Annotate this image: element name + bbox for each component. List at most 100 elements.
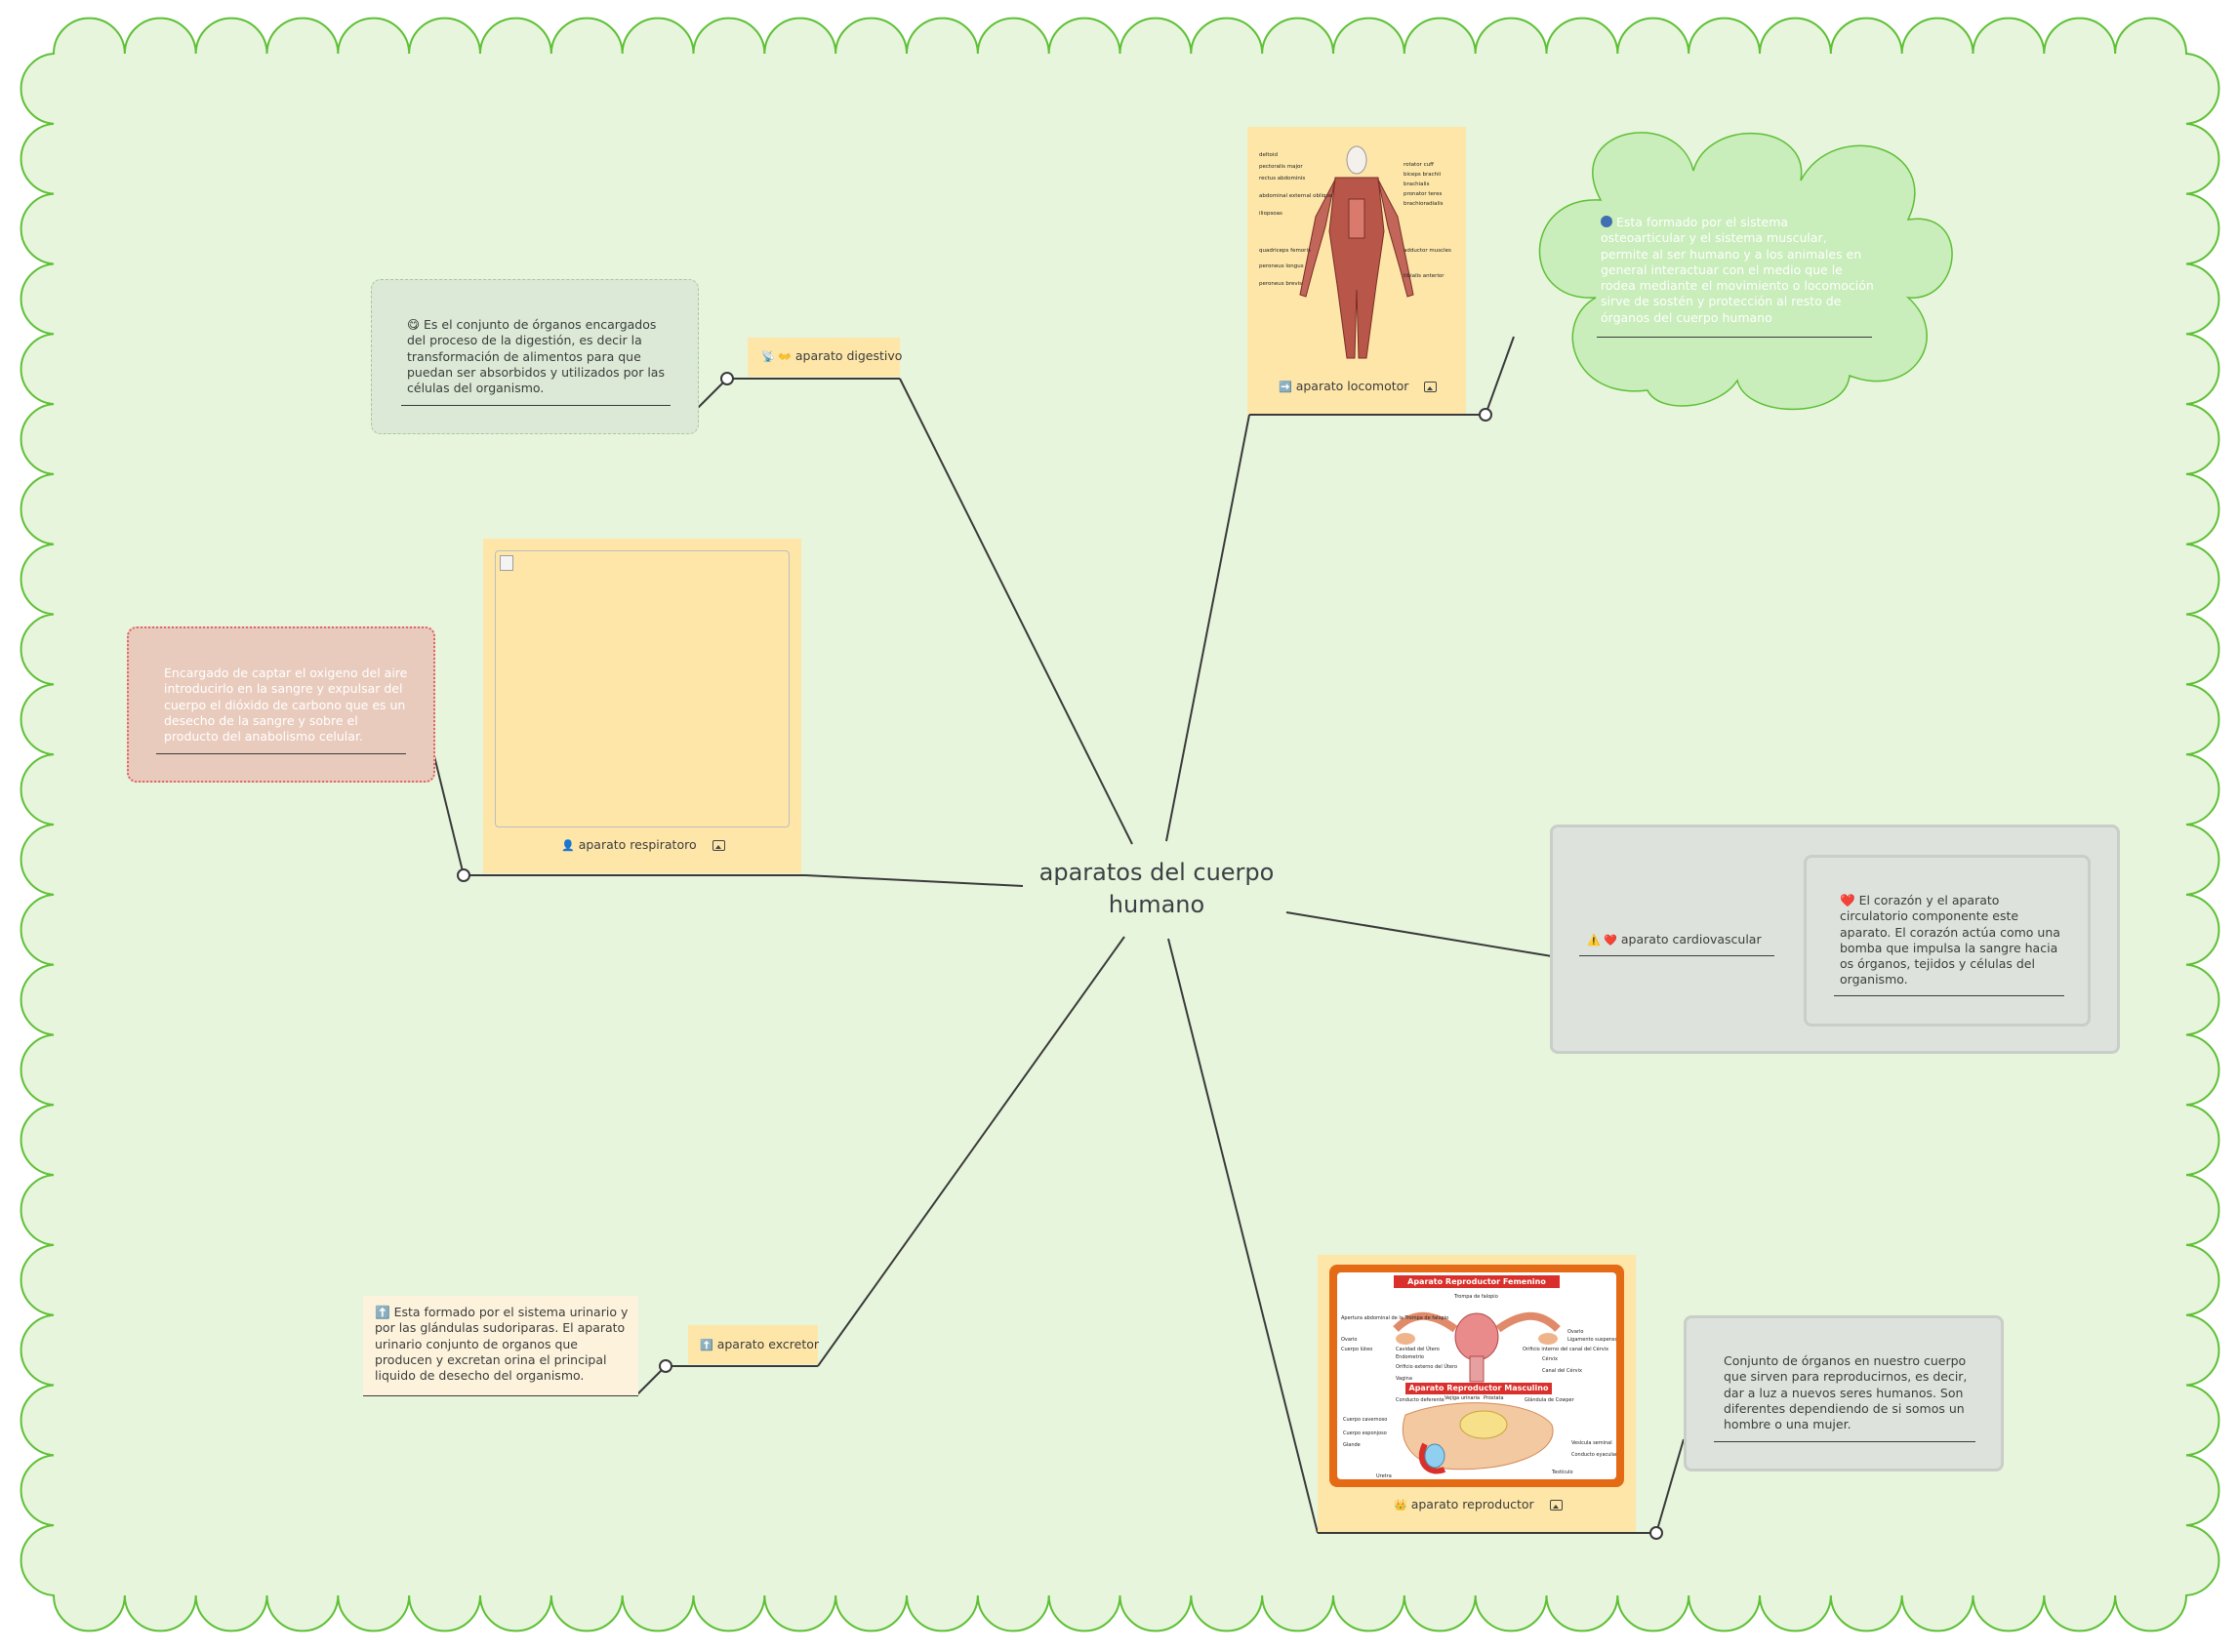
connector-lines [433, 336, 1807, 1534]
anatomy-label: Orificio externo del Útero [1396, 1363, 1457, 1370]
anatomy-label: Cuerpo lúteo [1341, 1346, 1372, 1352]
topic-label: aparato reproductor [1410, 1497, 1534, 1511]
topic-label: aparato cardiovascular [1620, 932, 1762, 947]
muscle-body-part [1299, 179, 1336, 298]
topic-label: aparato respiratoro [578, 837, 697, 852]
anatomy-label: Uretra [1376, 1473, 1392, 1479]
note-locomotor[interactable]: Esta formado por el sistema osteoarticul… [1601, 215, 1874, 326]
muscle-label: rectus abdominis [1259, 176, 1305, 181]
muscle-label: peroneus longus [1259, 263, 1304, 269]
muscle-label: deltoid [1259, 152, 1278, 158]
note-text: El corazón y el aparato circulatorio com… [1840, 893, 2060, 987]
topic-digestivo[interactable]: 📡 👐aparato digestivo [748, 338, 903, 377]
muscle-label: pectoralis major [1259, 164, 1303, 170]
muscle-body-part [1328, 177, 1385, 359]
muscle-label: abdominal external oblique [1259, 193, 1333, 199]
note-text: Esta formado por el sistema urinario y p… [375, 1305, 629, 1384]
note-text: Conjunto de órganos en nuestro cuerpo qu… [1724, 1353, 1968, 1432]
anatomy-label: Cavidad del Útero [1396, 1346, 1440, 1352]
note-underline [156, 753, 406, 754]
muscle-label: brachialis [1404, 181, 1430, 187]
image-icon[interactable] [712, 840, 725, 851]
note-underline [401, 405, 671, 406]
anatomy-label: Cuerpo cavernoso [1343, 1417, 1387, 1423]
reproductive-anatomy-image: Aparato Reproductor Femenino Trompa de f… [1329, 1265, 1624, 1487]
note-cardiovascular[interactable]: ❤️ El corazón y el aparato circulatorio … [1804, 855, 2091, 1027]
note-respiratorio[interactable]: Encargado de captar el oxigeno del aire … [127, 626, 435, 783]
up-arrow-icon: ⬆️ [700, 1339, 713, 1351]
cloud-note-shape [1538, 132, 1953, 411]
female-title: Aparato Reproductor Femenino [1394, 1275, 1560, 1288]
muscle-label: rotator cuff [1404, 162, 1434, 168]
topic-locomotor[interactable]: deltoid pectoralis major rectus abdominis a… [1247, 127, 1466, 414]
note-underline [1834, 995, 2064, 996]
muscle-label: iliopsoas [1259, 211, 1282, 217]
blue-dot-icon [1601, 216, 1612, 227]
muscle-label: biceps brachii [1404, 172, 1442, 178]
anatomy-label: Ovario [1341, 1337, 1357, 1343]
anatomy-label: Glándula de Cowper [1525, 1396, 1575, 1403]
muscle-label: adductor muscles [1404, 248, 1451, 254]
right-arrow-icon: ➡️ [1279, 381, 1292, 393]
anatomy-label: Cérvix [1542, 1355, 1558, 1362]
anatomy-label: Testículo [1551, 1469, 1573, 1475]
topic-label: aparato digestivo [794, 348, 903, 363]
anatomy-label: Trompa de falopio [1453, 1294, 1498, 1300]
muscle-label: quadriceps femoris [1259, 248, 1311, 254]
note-excretor[interactable]: ⬆️ Esta formado por el sistema urinario … [363, 1296, 638, 1395]
image-icon[interactable] [1549, 1500, 1563, 1511]
muscle-label: pronator teres [1404, 191, 1442, 197]
warning-heart-icons: ⚠️ ❤️ [1587, 934, 1617, 947]
handle-excretor [659, 1359, 672, 1373]
muscle-body-part [1348, 198, 1365, 239]
image-icon[interactable] [1424, 382, 1438, 392]
central-topic[interactable]: aparatos del cuerpo humano [1038, 859, 1275, 918]
topic-excretor[interactable]: ⬆️aparato excretor [688, 1325, 819, 1364]
note-locomotor-underline [1597, 337, 1872, 338]
topic-label: aparato locomotor [1295, 379, 1409, 393]
anatomy-label: Conducto eyaculador [1571, 1452, 1616, 1458]
anatomy-label: Canal del Cérvix [1542, 1367, 1582, 1374]
note-text: Esta formado por el sistema osteoarticul… [1601, 215, 1874, 325]
anatomy-label: Próstata [1484, 1395, 1504, 1401]
handle-respiratorio [457, 868, 470, 882]
anatomy-label: Ligamento suspensorio del Ovario [1567, 1337, 1616, 1343]
muscle-anatomy-image: deltoid pectoralis major rectus abdominis a… [1259, 145, 1451, 359]
note-reproductor[interactable]: Conjunto de órganos en nuestro cuerpo qu… [1684, 1315, 2004, 1471]
anatomy-label: Conducto deferente [1396, 1397, 1445, 1403]
anatomy-label: Orificio interno del canal del Cérvix [1523, 1346, 1608, 1352]
anatomy-label: Endometrio [1396, 1354, 1424, 1360]
crown-icon: 👑 [1394, 1499, 1407, 1511]
topic-cardiovascular[interactable]: ⚠️ ❤️aparato cardiovascular [1587, 932, 1762, 948]
note-underline [1714, 1441, 1975, 1442]
note-digestivo[interactable]: 😋 Es el conjunto de órganos encargados d… [371, 279, 699, 434]
handle-digestivo [720, 372, 734, 385]
muscle-body-part [1346, 145, 1367, 175]
anatomy-label: Glande [1343, 1442, 1361, 1448]
anatomy-label: Vejiga urinaria [1445, 1395, 1480, 1401]
note-text: Encargado de captar el oxigeno del aire … [164, 665, 408, 745]
topic-reproductor[interactable]: Aparato Reproductor Femenino Trompa de f… [1318, 1255, 1636, 1532]
anatomy-label: Cuerpo esponjoso [1343, 1430, 1387, 1436]
handle-locomotor [1479, 408, 1492, 422]
note-excretor-underline [363, 1395, 638, 1396]
topic-respiratorio[interactable]: 👤aparato respiratoro [483, 539, 801, 873]
broken-image-icon [500, 555, 513, 571]
anatomy-label: Vagina [1396, 1376, 1412, 1382]
broken-image-placeholder [495, 550, 790, 827]
topic-cardiovascular-underline [1579, 955, 1774, 956]
muscle-label: tibialis anterior [1404, 273, 1445, 279]
anatomy-label: Vesícula seminal [1571, 1439, 1612, 1446]
muscle-label: brachioradialis [1404, 201, 1444, 207]
note-text: Es el conjunto de órganos encargados del… [407, 317, 665, 396]
yum-face-icon: 😋 [407, 317, 421, 332]
handle-reproductor [1649, 1526, 1663, 1540]
anatomy-label: Apertura abdominal de la Trompa de falop… [1341, 1315, 1448, 1321]
person-icon: 👤 [561, 839, 575, 852]
muscle-label: peroneus brevis [1259, 281, 1302, 287]
heart-icon: ❤️ [1840, 893, 1855, 907]
muscle-body-part [1377, 179, 1414, 298]
